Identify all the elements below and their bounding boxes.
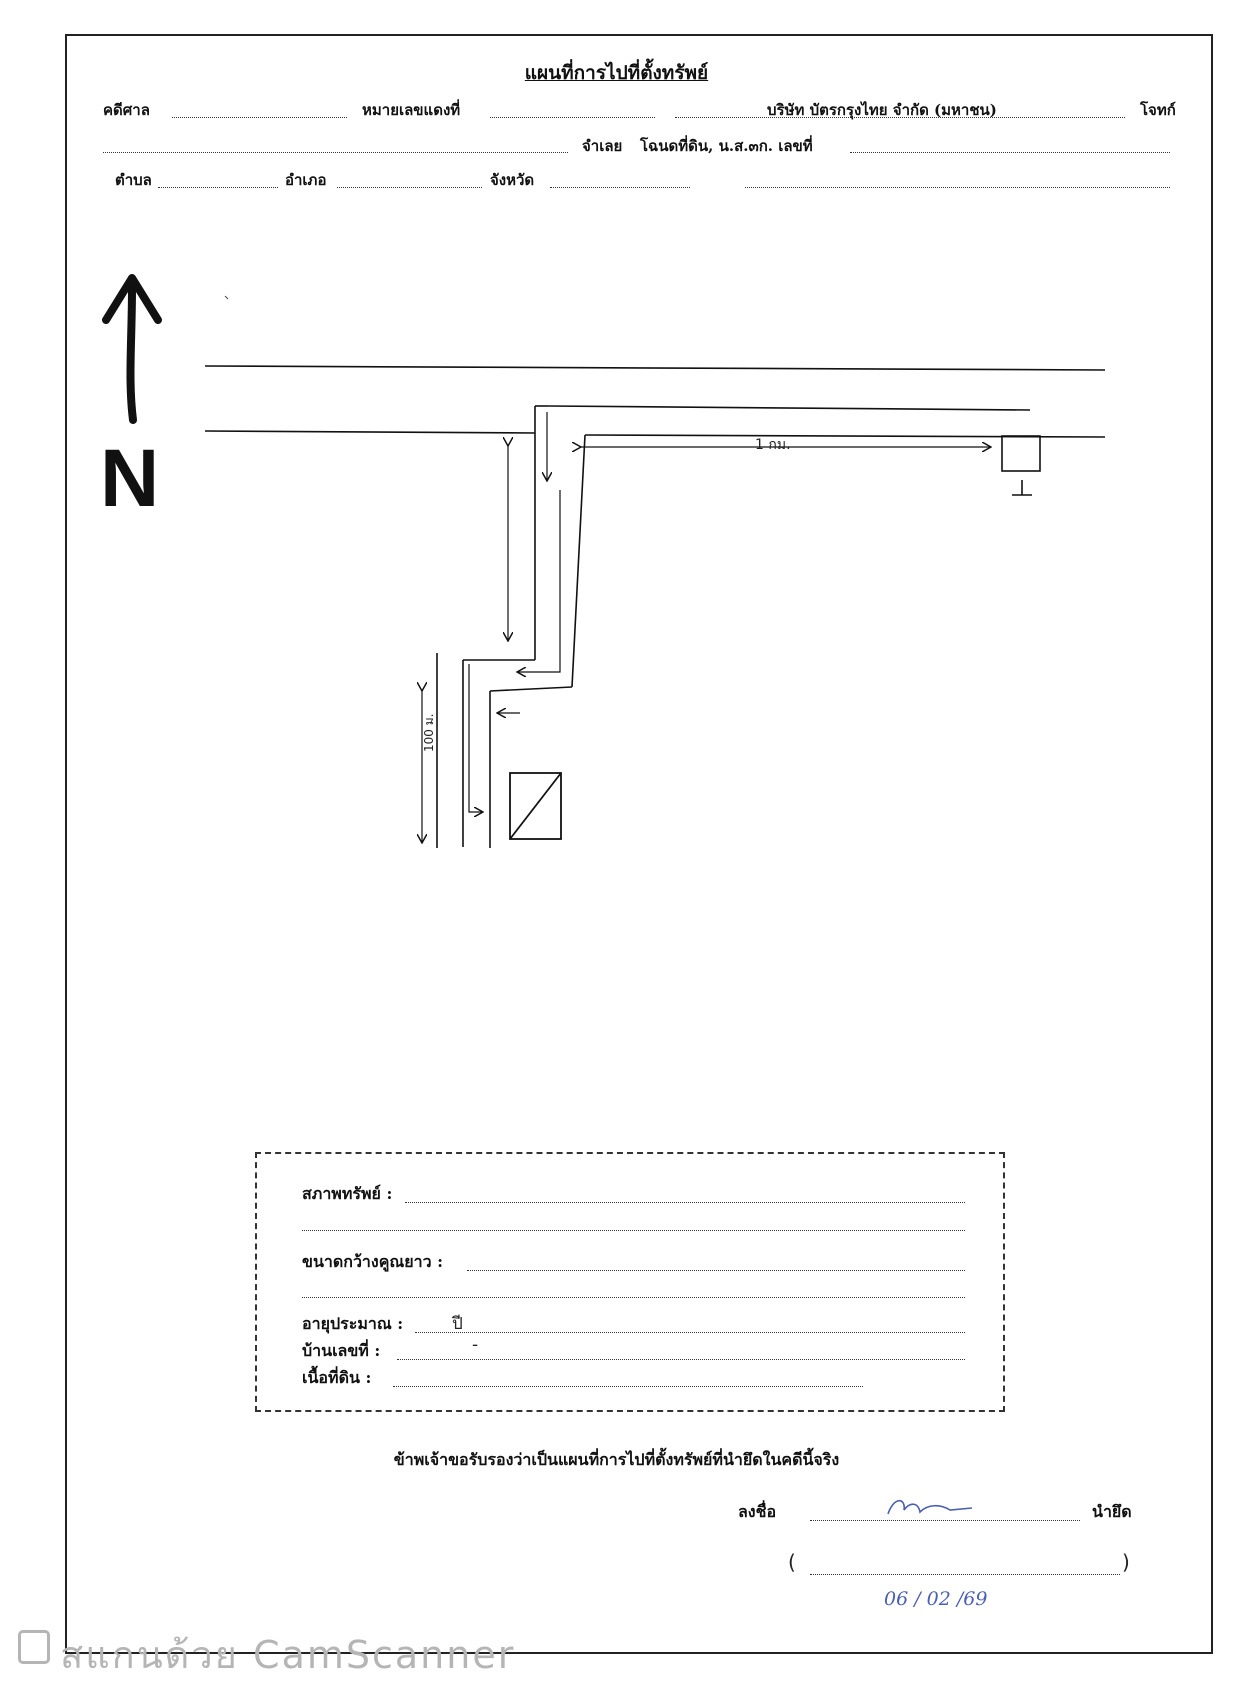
sign-date: 06 / 02 /69 <box>884 1588 988 1610</box>
defendant-label: จำเลย <box>582 137 623 155</box>
north-label: N <box>100 433 160 524</box>
property-info-box: สภาพทรัพย์ : ขนาดกว้างคูณยาว : อายุประมา… <box>255 1152 1005 1412</box>
stray-marks <box>224 295 229 300</box>
court-label: คดีศาล <box>103 101 150 119</box>
size-line <box>467 1270 965 1271</box>
printed-name-close-paren: ) <box>1122 1550 1130 1574</box>
road-distance-label: 1 กม. <box>755 437 791 453</box>
page-frame <box>65 34 1213 1654</box>
house-no-label: บ้านเลขที่ : <box>302 1341 381 1360</box>
left-distance-label: 100 ม. <box>422 713 436 752</box>
size-line-2 <box>302 1297 965 1298</box>
side-road <box>436 405 586 848</box>
scanner-watermark: สแกนด้วย CamScanner <box>60 1633 516 1677</box>
court-blank <box>172 117 347 118</box>
defendant-blank <box>103 152 568 153</box>
district-blank <box>337 187 482 188</box>
deed-label: โฉนดที่ดิน, น.ส.๓ก. เลขที่ <box>640 137 813 155</box>
printed-name-open-paren: ( <box>788 1550 796 1574</box>
document-title: แผนที่การไปที่ตั้งทรัพย์ <box>524 62 709 84</box>
role-label: นำยึด <box>1092 1502 1132 1521</box>
house-no-line <box>397 1359 965 1360</box>
house-no-value: - <box>472 1335 479 1355</box>
case-no-label: หมายเลขแดงที่ <box>362 101 461 119</box>
condition-line <box>405 1202 965 1203</box>
subdistrict-label: ตำบล <box>115 171 152 189</box>
sign-label: ลงชื่อ <box>738 1502 777 1521</box>
plaintiff-role: โจทก์ <box>1140 101 1176 119</box>
plaintiff-name: บริษัท บัตรกรุงไทย จำกัด (มหาชน) <box>767 101 997 119</box>
age-line <box>415 1332 965 1333</box>
age-unit: ปี <box>452 1314 463 1334</box>
deed-blank <box>850 152 1170 153</box>
certification-statement: ข้าพเจ้าขอรับรองว่าเป็นแผนที่การไปที่ตั้… <box>393 1450 840 1469</box>
printed-name-line <box>810 1574 1120 1575</box>
subdistrict-blank <box>158 187 278 188</box>
land-area-line <box>393 1386 863 1387</box>
plaintiff-blank <box>675 117 1125 118</box>
land-area-label: เนื้อที่ดิน : <box>302 1368 372 1387</box>
camscanner-logo-icon <box>18 1630 50 1664</box>
district-label: อำเภอ <box>285 171 327 189</box>
main-road <box>204 365 1106 438</box>
province-label: จังหวัด <box>490 171 535 189</box>
header-extra-blank <box>745 187 1170 188</box>
size-label: ขนาดกว้างคูณยาว : <box>302 1252 444 1271</box>
signature-icon <box>887 1499 973 1515</box>
property-box <box>509 772 562 840</box>
condition-label: สภาพทรัพย์ : <box>302 1184 393 1203</box>
north-arrow-icon <box>102 274 162 424</box>
age-label: อายุประมาณ : <box>302 1314 404 1333</box>
case-no-blank <box>490 117 655 118</box>
signature-line <box>810 1520 1080 1521</box>
landmark-box <box>1001 435 1041 496</box>
route-arrows <box>422 412 990 842</box>
province-blank <box>550 187 690 188</box>
condition-line-2 <box>302 1230 965 1231</box>
